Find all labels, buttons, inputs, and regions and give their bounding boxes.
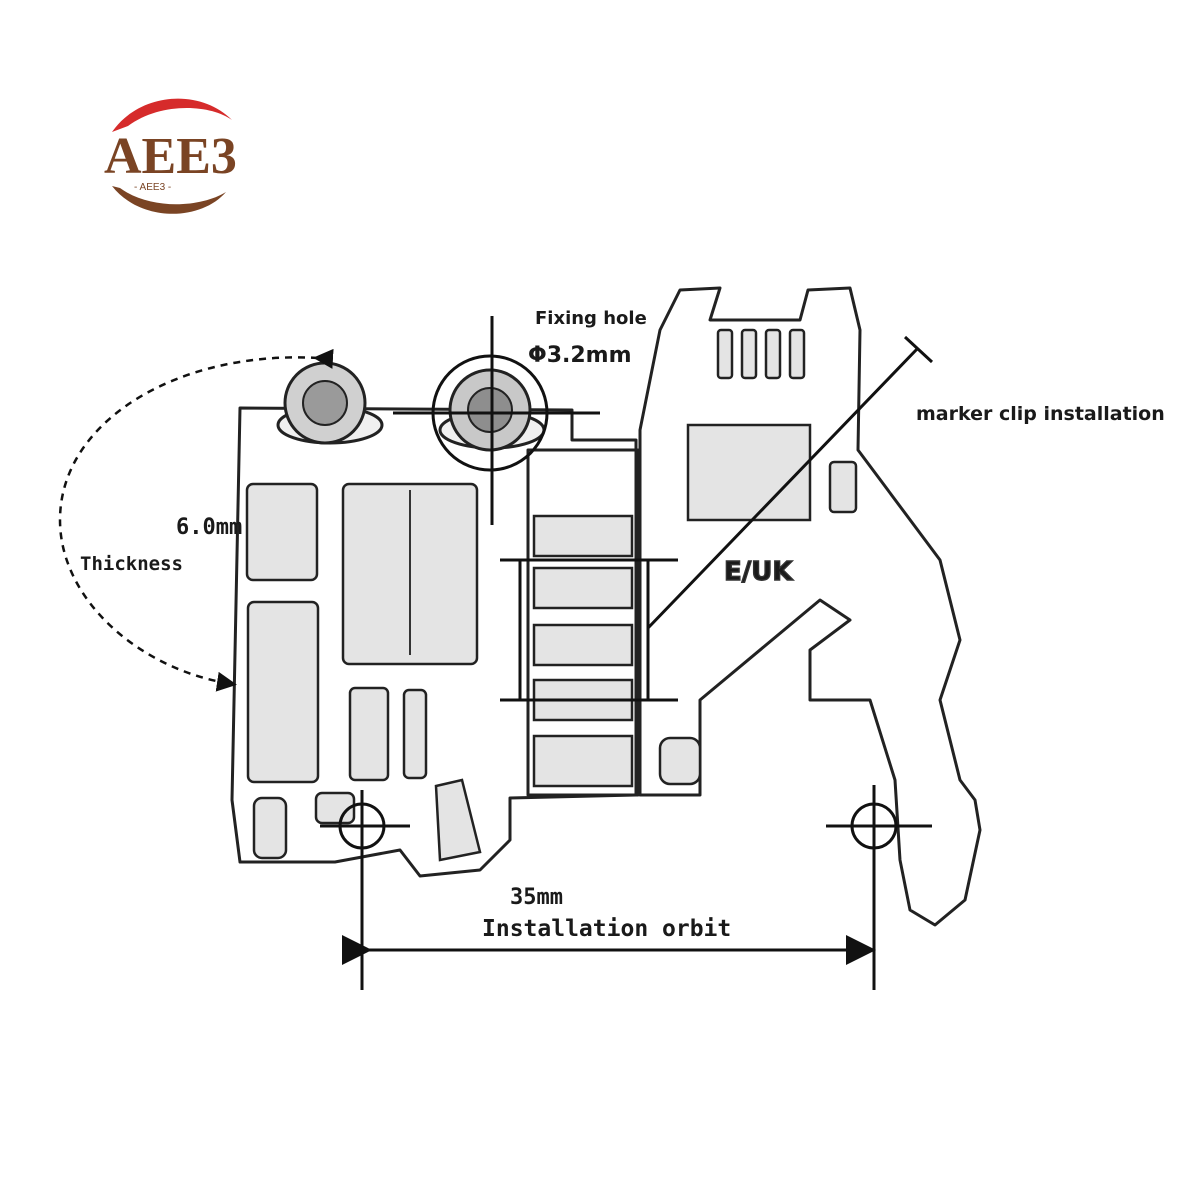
rail-mark-right xyxy=(826,785,932,990)
tower-slot xyxy=(828,460,858,514)
thickness-arc xyxy=(58,348,334,692)
rib-frame xyxy=(526,448,640,797)
rib-5 xyxy=(532,734,634,788)
orbit-label: Installation orbit xyxy=(482,916,731,942)
brand-logo: AEE3 - AEE3 - xyxy=(104,98,237,214)
logo-text: AEE3 xyxy=(104,128,237,185)
tooth-1 xyxy=(716,328,734,380)
rib-ladder xyxy=(526,448,640,797)
tooth-3 xyxy=(764,328,782,380)
marker-clip-line xyxy=(646,346,920,630)
thickness-value: 6.0mm xyxy=(176,515,242,540)
screw-fixing-center xyxy=(467,387,513,433)
foot-tab xyxy=(434,778,482,862)
tower-window xyxy=(686,423,812,522)
fixing-hole-crosshair xyxy=(393,316,600,525)
tooth-4 xyxy=(788,328,806,380)
tower-top-teeth xyxy=(716,328,806,380)
orbit-value: 35mm xyxy=(510,885,563,910)
slot-4 xyxy=(314,791,356,825)
thickness-label: Thickness xyxy=(80,553,183,575)
tooth-2 xyxy=(740,328,758,380)
screw-left xyxy=(276,361,384,445)
logo-top-swoosh xyxy=(112,98,232,132)
screw-left-center xyxy=(302,380,348,426)
fixing-hole-label: Fixing hole xyxy=(535,308,647,329)
slot-2 xyxy=(402,688,428,780)
rib-2 xyxy=(532,566,634,610)
recess-top-left xyxy=(245,482,319,582)
recess-bottom-left xyxy=(246,600,320,784)
logo-bottom-swoosh xyxy=(112,186,226,214)
rib-1 xyxy=(532,514,634,558)
logo-subtext: - AEE3 - xyxy=(134,182,171,193)
marker-clip-label: marker clip installation xyxy=(916,403,1165,425)
bracket-right-tower xyxy=(638,286,982,927)
marker-clip-tick xyxy=(903,335,934,364)
slot-3 xyxy=(252,796,288,860)
terminal-end-bracket: E/UK xyxy=(230,286,982,927)
part-marking: E/UK xyxy=(724,557,793,587)
slot-1 xyxy=(348,686,390,782)
fixing-hole-diameter: Φ3.2mm xyxy=(528,343,632,368)
lower-notch xyxy=(658,736,702,786)
rib-3 xyxy=(532,623,634,667)
bracket-left-body xyxy=(230,406,638,878)
